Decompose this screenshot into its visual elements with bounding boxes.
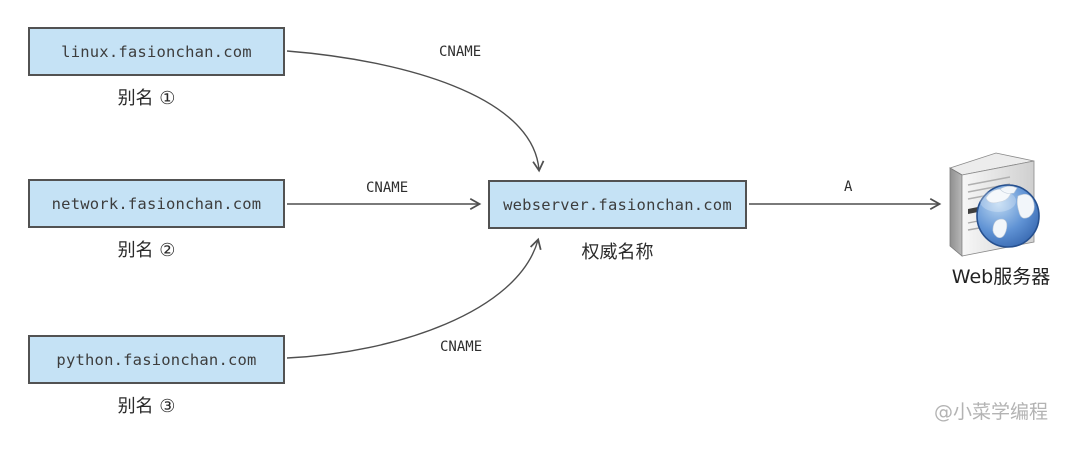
edge-label-cname-linux: CNAME: [437, 44, 484, 60]
server-globe-icon: [949, 152, 1040, 257]
alias-3-caption: 别名 ③: [117, 396, 176, 417]
domain-text: linux.fasionchan.com: [61, 42, 252, 61]
globe-continents: [985, 185, 1035, 239]
globe-gloss: [980, 190, 1016, 212]
domain-text: python.fasionchan.com: [56, 350, 257, 369]
node-alias-linux: linux.fasionchan.com: [28, 27, 285, 76]
alias-1-caption: 别名 ①: [117, 88, 176, 109]
edge-label-cname-python: CNAME: [438, 339, 485, 355]
server-caption: Web服务器: [951, 266, 1051, 288]
domain-text: network.fasionchan.com: [51, 194, 262, 213]
node-canonical-webserver: webserver.fasionchan.com: [488, 180, 747, 229]
watermark: @小菜学编程: [934, 401, 1049, 423]
alias-2-caption: 别名 ②: [117, 240, 176, 261]
domain-text: webserver.fasionchan.com: [503, 195, 732, 214]
node-alias-python: python.fasionchan.com: [28, 335, 285, 384]
edge-label-cname-network: CNAME: [364, 180, 411, 196]
canonical-caption: 权威名称: [581, 242, 654, 263]
cname-arrow-linux: [286, 50, 545, 173]
server-side-face: [949, 167, 963, 257]
node-alias-network: network.fasionchan.com: [28, 179, 285, 228]
edge-label-a-record: A: [842, 179, 855, 195]
